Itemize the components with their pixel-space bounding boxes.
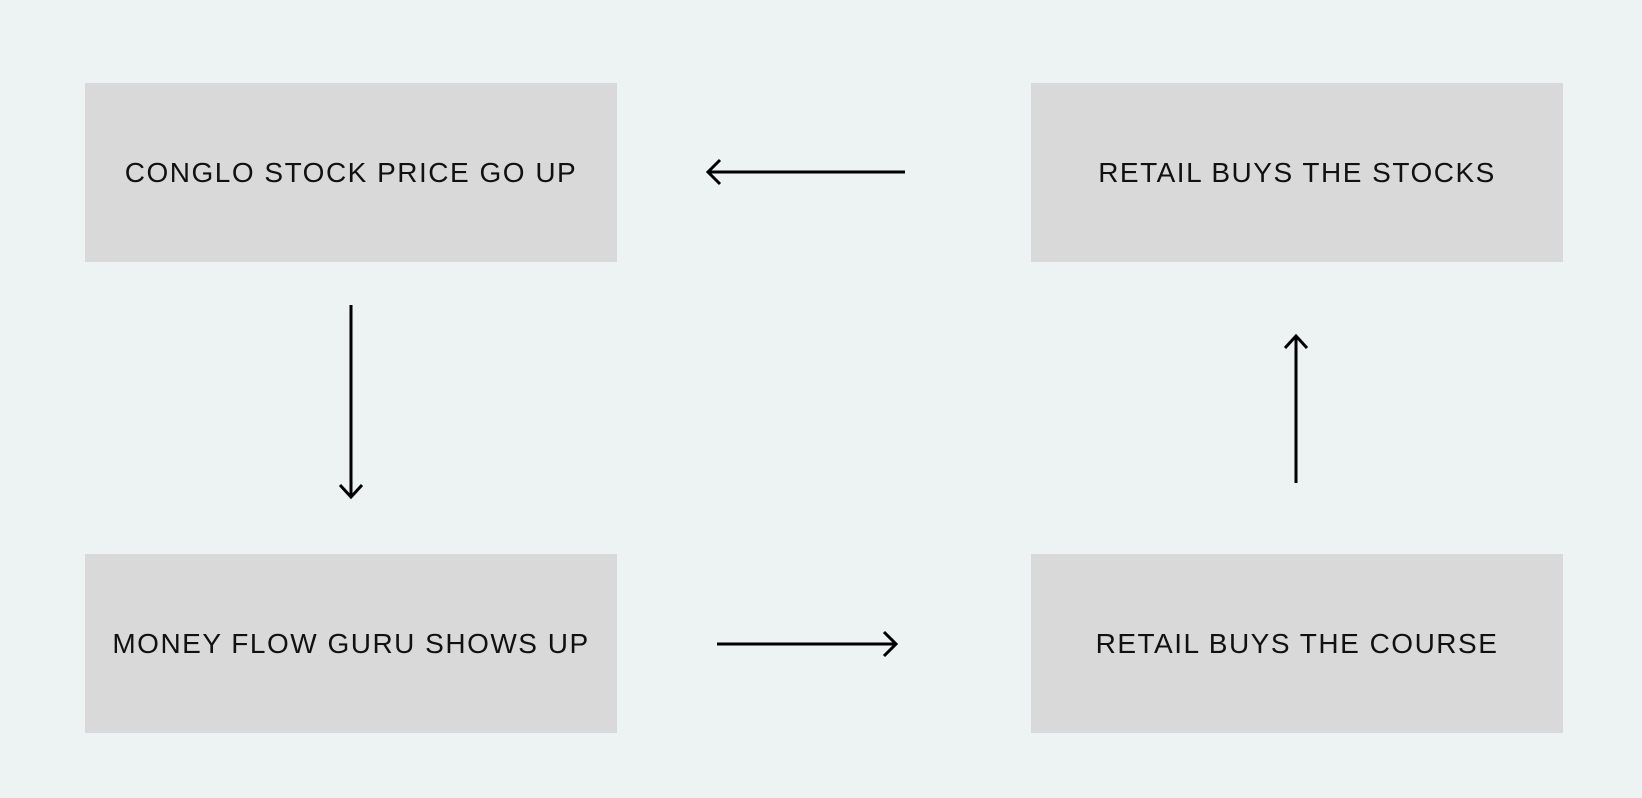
node-label: MONEY FLOW GURU SHOWS UP	[112, 627, 590, 659]
node-money-flow-guru: MONEY FLOW GURU SHOWS UP	[85, 554, 617, 733]
node-label: CONGLO STOCK PRICE GO UP	[124, 156, 578, 188]
edge-arrow-up	[1283, 333, 1309, 483]
edge-arrow-right	[717, 630, 899, 658]
node-label: RETAIL BUYS THE COURSE	[1095, 627, 1499, 659]
node-retail-buys-course: RETAIL BUYS THE COURSE	[1031, 554, 1563, 733]
edge-arrow-down	[338, 305, 364, 500]
node-retail-buys-stocks: RETAIL BUYS THE STOCKS	[1031, 83, 1563, 262]
node-label: RETAIL BUYS THE STOCKS	[1098, 156, 1496, 188]
node-conglo-stock-price: CONGLO STOCK PRICE GO UP	[85, 83, 617, 262]
edge-arrow-left	[705, 158, 905, 186]
